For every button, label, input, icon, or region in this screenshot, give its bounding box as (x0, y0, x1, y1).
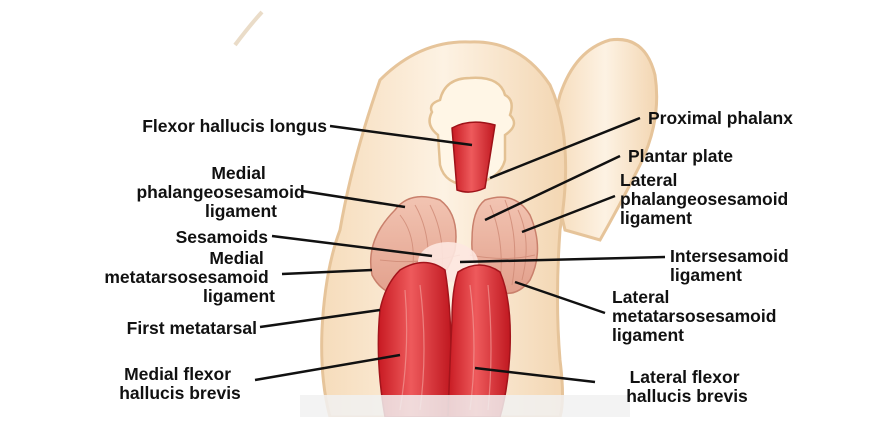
label-medial-flexor-hallucis-brevis: Medial flexor hallucis brevis (119, 364, 241, 403)
foot-illustration (235, 12, 657, 417)
label-lateral-flexor-hallucis-brevis: Lateral flexor hallucis brevis (626, 367, 748, 406)
label-sesamoids: Sesamoids (176, 227, 269, 247)
label-plantar-plate: Plantar plate (628, 146, 733, 166)
label-intersesamoid-ligament: Intersesamoid ligament (670, 246, 794, 285)
label-first-metatarsal: First metatarsal (127, 318, 257, 338)
label-proximal-phalanx: Proximal phalanx (648, 108, 793, 128)
medial-flexor-hallucis-brevis-muscle (378, 263, 451, 418)
lateral-flexor-hallucis-brevis-muscle (448, 265, 510, 417)
label-flexor-hallucis-longus: Flexor hallucis longus (142, 116, 327, 136)
watermark-band (300, 395, 630, 417)
label-medial-phalangeosesamoid-ligament: Medial phalangeosesamoid ligament (136, 163, 309, 221)
background-outline (235, 12, 262, 45)
label-lateral-phalangeosesamoid-ligament: Lateral phalangeosesamoid ligament (620, 170, 793, 228)
label-lateral-metatarsosesamoid-ligament: Lateral metatarsosesamoid ligament (612, 287, 781, 345)
label-medial-metatarsosesamoid-ligament: Medial metatarsosesamoid ligament (104, 248, 275, 306)
